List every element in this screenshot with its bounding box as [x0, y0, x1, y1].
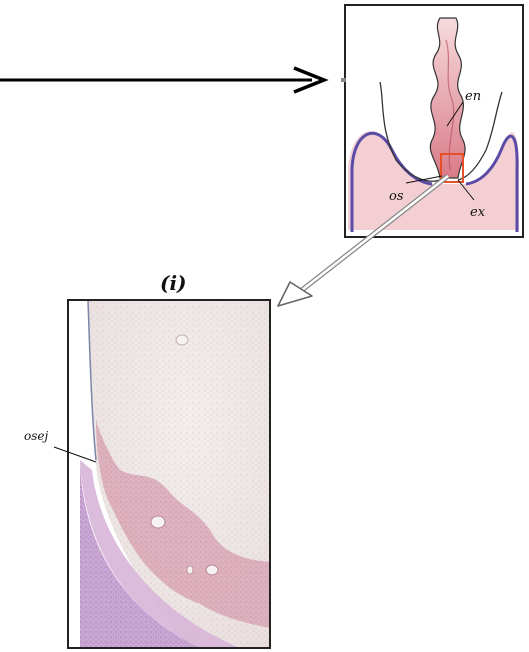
- label-ex: ex: [470, 205, 486, 220]
- pointer-arrow: [0, 68, 324, 92]
- cervix-diagram-panel: en os ex: [341, 5, 523, 237]
- panel-label: (i): [160, 271, 187, 295]
- label-os: os: [389, 189, 404, 204]
- histology-panel: [68, 300, 270, 648]
- label-en: en: [465, 89, 481, 104]
- label-osej: osej: [24, 429, 48, 443]
